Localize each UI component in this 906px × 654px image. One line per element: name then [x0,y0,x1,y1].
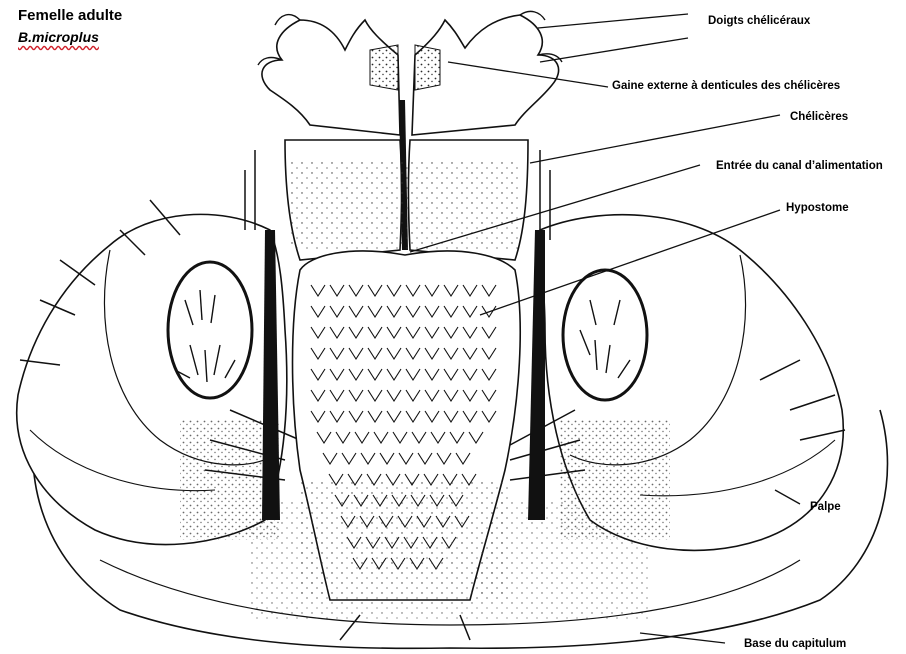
label-palpe: Palpe [810,500,841,514]
label-canal-alimentation: Entrée du canal d’alimentation [716,159,883,173]
species-name: B.microplus [18,28,122,46]
label-cheliceres: Chélicères [790,110,848,124]
palp-left-segment [168,262,252,398]
right-groove [528,230,545,520]
hypostome-shading [300,480,510,600]
label-doigts-cheliceraux: Doigts chélicéraux [708,14,810,28]
denticle-sheath-right [415,45,440,90]
label-hypostome: Hypostome [786,201,849,215]
palp-right-shading [560,420,670,540]
figure-title-block: Femelle adulte B.microplus [18,6,122,46]
figure-title: Femelle adulte [18,6,122,26]
palp-right-segment [563,270,647,400]
chelicera-shading [290,160,520,250]
label-gaine-externe: Gaine externe à denticules des chélicère… [612,79,840,93]
denticle-sheath-left [370,45,398,90]
label-base-capitulum: Base du capitulum [744,637,846,651]
